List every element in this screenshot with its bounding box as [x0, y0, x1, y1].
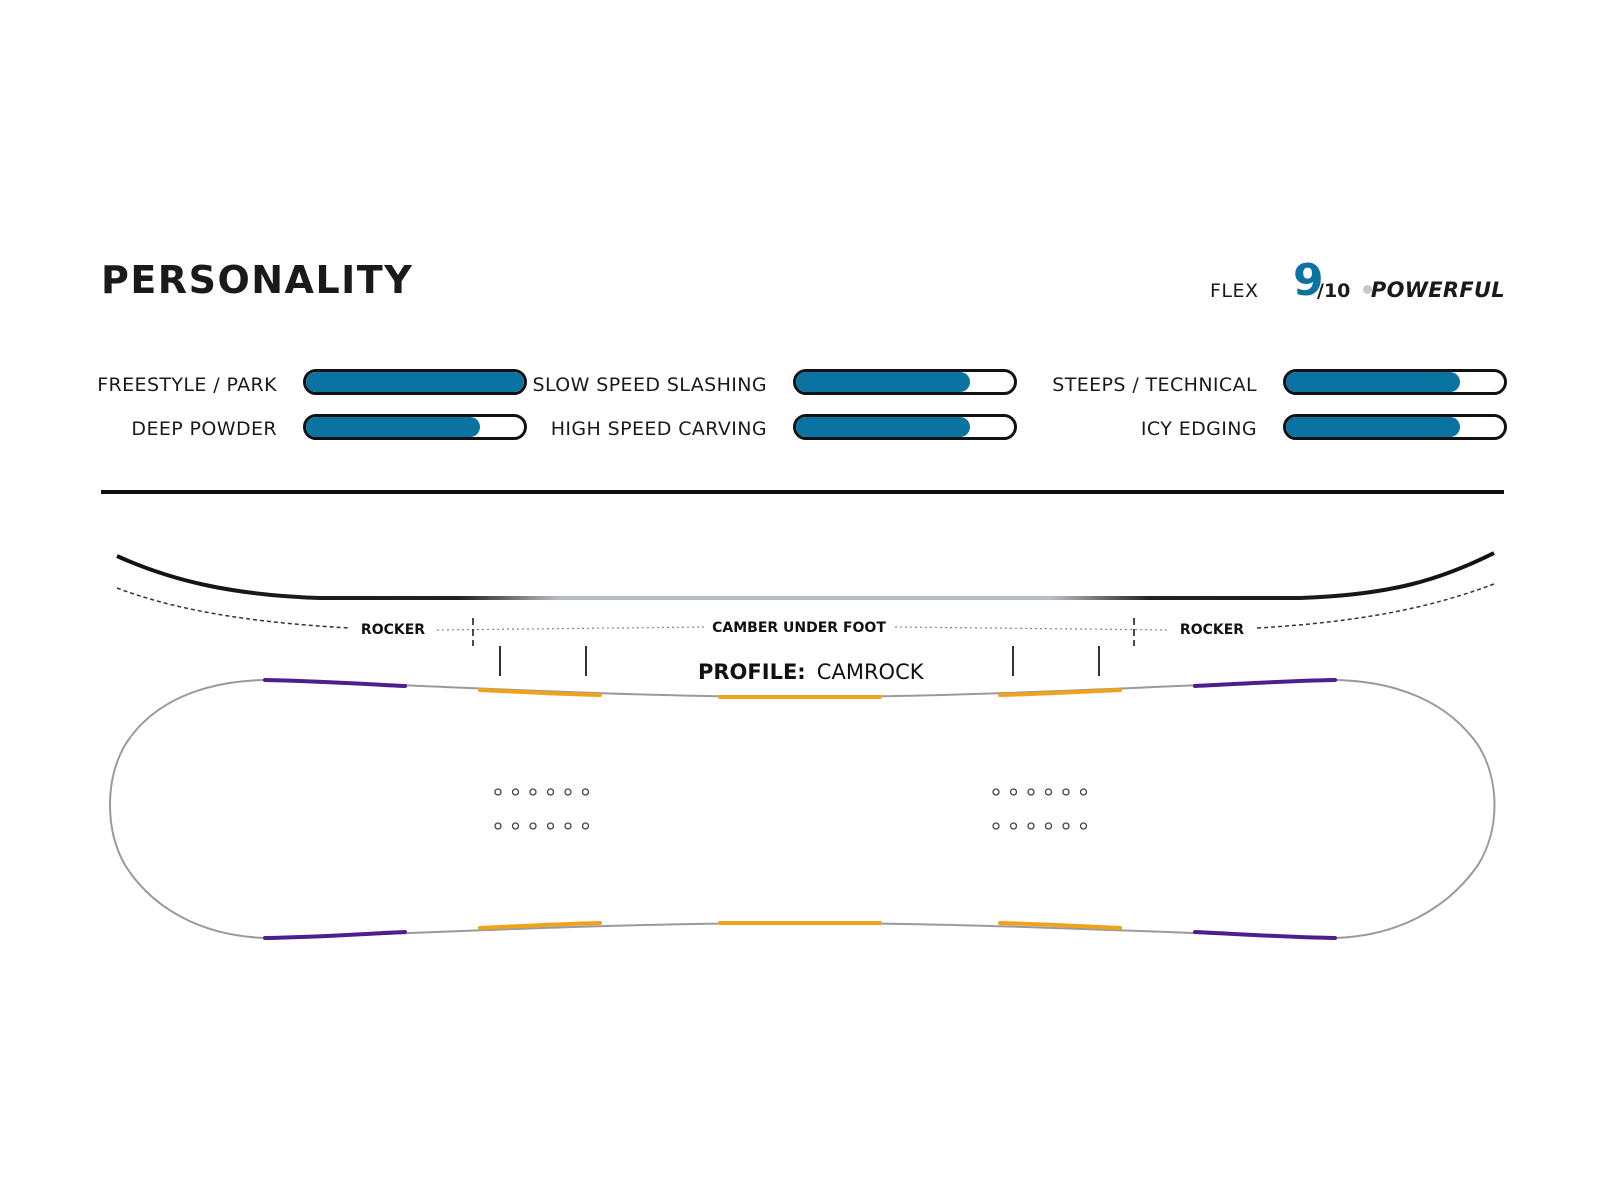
rocker-dashed-line-right — [1256, 583, 1495, 629]
insert-hole-icon — [1027, 822, 1035, 830]
insert-hole-icon — [1027, 788, 1035, 796]
profile-caption-value: CAMROCK — [817, 660, 925, 684]
insert-hole-icon — [564, 788, 572, 796]
insert-hole-icon — [992, 822, 1000, 830]
rocker-label-left: ROCKER — [361, 622, 425, 638]
rating-label-slow-speed-slashing: SLOW SPEED SLASHING — [532, 374, 767, 396]
rating-label-deep-powder: DEEP POWDER — [131, 418, 277, 440]
rating-fill — [1286, 372, 1461, 392]
rating-bar-high-speed-carving — [793, 414, 1017, 440]
rating-bar-steeps-technical — [1283, 369, 1507, 395]
insert-hole-icon — [1044, 822, 1053, 830]
insert-hole-icon — [529, 788, 537, 796]
binding-inserts — [494, 788, 1088, 830]
camber-label: CAMBER UNDER FOOT — [712, 620, 886, 636]
edge-accent-orange — [478, 688, 602, 697]
insert-hole-icon — [581, 788, 590, 796]
camber-dotted-line-right — [894, 626, 1171, 631]
rating-fill — [796, 417, 971, 437]
board-outline — [109, 678, 1496, 940]
board-profile-diagram: ROCKER CAMBER UNDER FOOT ROCKER PROFILE:… — [109, 551, 1496, 940]
insert-hole-icon — [546, 822, 555, 830]
rocker-label-right: ROCKER — [1180, 622, 1244, 638]
insert-hole-icon — [529, 822, 537, 830]
flex-max: /10 — [1317, 280, 1351, 302]
flex-label: FLEX — [1210, 280, 1259, 302]
rating-fill — [306, 372, 524, 392]
rating-bar-freestyle-park — [303, 369, 527, 395]
rocker-dashed-line-left — [116, 587, 351, 629]
rating-bar-icy-edging — [1283, 414, 1507, 440]
profile-caption: PROFILE: CAMROCK — [698, 660, 925, 684]
flex-description: POWERFUL — [1370, 278, 1505, 302]
edge-accent-purple — [263, 930, 407, 940]
insert-hole-icon — [992, 788, 1000, 796]
insert-hole-icon — [1044, 788, 1053, 796]
flex-value: 9 — [1293, 255, 1324, 306]
rating-fill — [796, 372, 971, 392]
profile-line — [116, 551, 1495, 600]
insert-hole-icon — [1009, 822, 1018, 830]
rating-label-steeps-technical: STEEPS / TECHNICAL — [1052, 374, 1257, 396]
insert-hole-icon — [1079, 822, 1088, 830]
profile-caption-label: PROFILE: — [698, 660, 806, 684]
insert-hole-icon — [1009, 788, 1018, 796]
insert-hole-icon — [511, 822, 520, 830]
rating-bar-deep-powder — [303, 414, 527, 440]
edge-accent-purple — [1193, 678, 1337, 688]
insert-hole-icon — [1062, 822, 1070, 830]
insert-hole-icon — [494, 822, 502, 830]
section-divider — [101, 490, 1504, 494]
insert-hole-icon — [546, 788, 555, 796]
insert-hole-icon — [511, 788, 520, 796]
insert-hole-icon — [1062, 788, 1070, 796]
insert-hole-icon — [564, 822, 572, 830]
edge-accent-orange — [998, 688, 1122, 697]
edge-accent-purple — [1193, 930, 1337, 940]
rating-bar-slow-speed-slashing — [793, 369, 1017, 395]
rating-label-icy-edging: ICY EDGING — [1140, 418, 1257, 440]
rating-fill — [1286, 417, 1461, 437]
edge-accent-purple — [263, 678, 407, 688]
edge-accent-orange — [478, 921, 602, 930]
insert-hole-icon — [494, 788, 502, 796]
section-title: PERSONALITY — [101, 258, 414, 302]
rating-label-freestyle-park: FREESTYLE / PARK — [97, 374, 277, 396]
insert-hole-icon — [581, 822, 590, 830]
camber-dotted-line-left — [436, 626, 706, 631]
insert-hole-icon — [1079, 788, 1088, 796]
edge-accent-orange — [998, 921, 1122, 930]
rating-fill — [306, 417, 481, 437]
separator-dot-icon — [1363, 285, 1372, 294]
rating-label-high-speed-carving: HIGH SPEED CARVING — [550, 418, 767, 440]
